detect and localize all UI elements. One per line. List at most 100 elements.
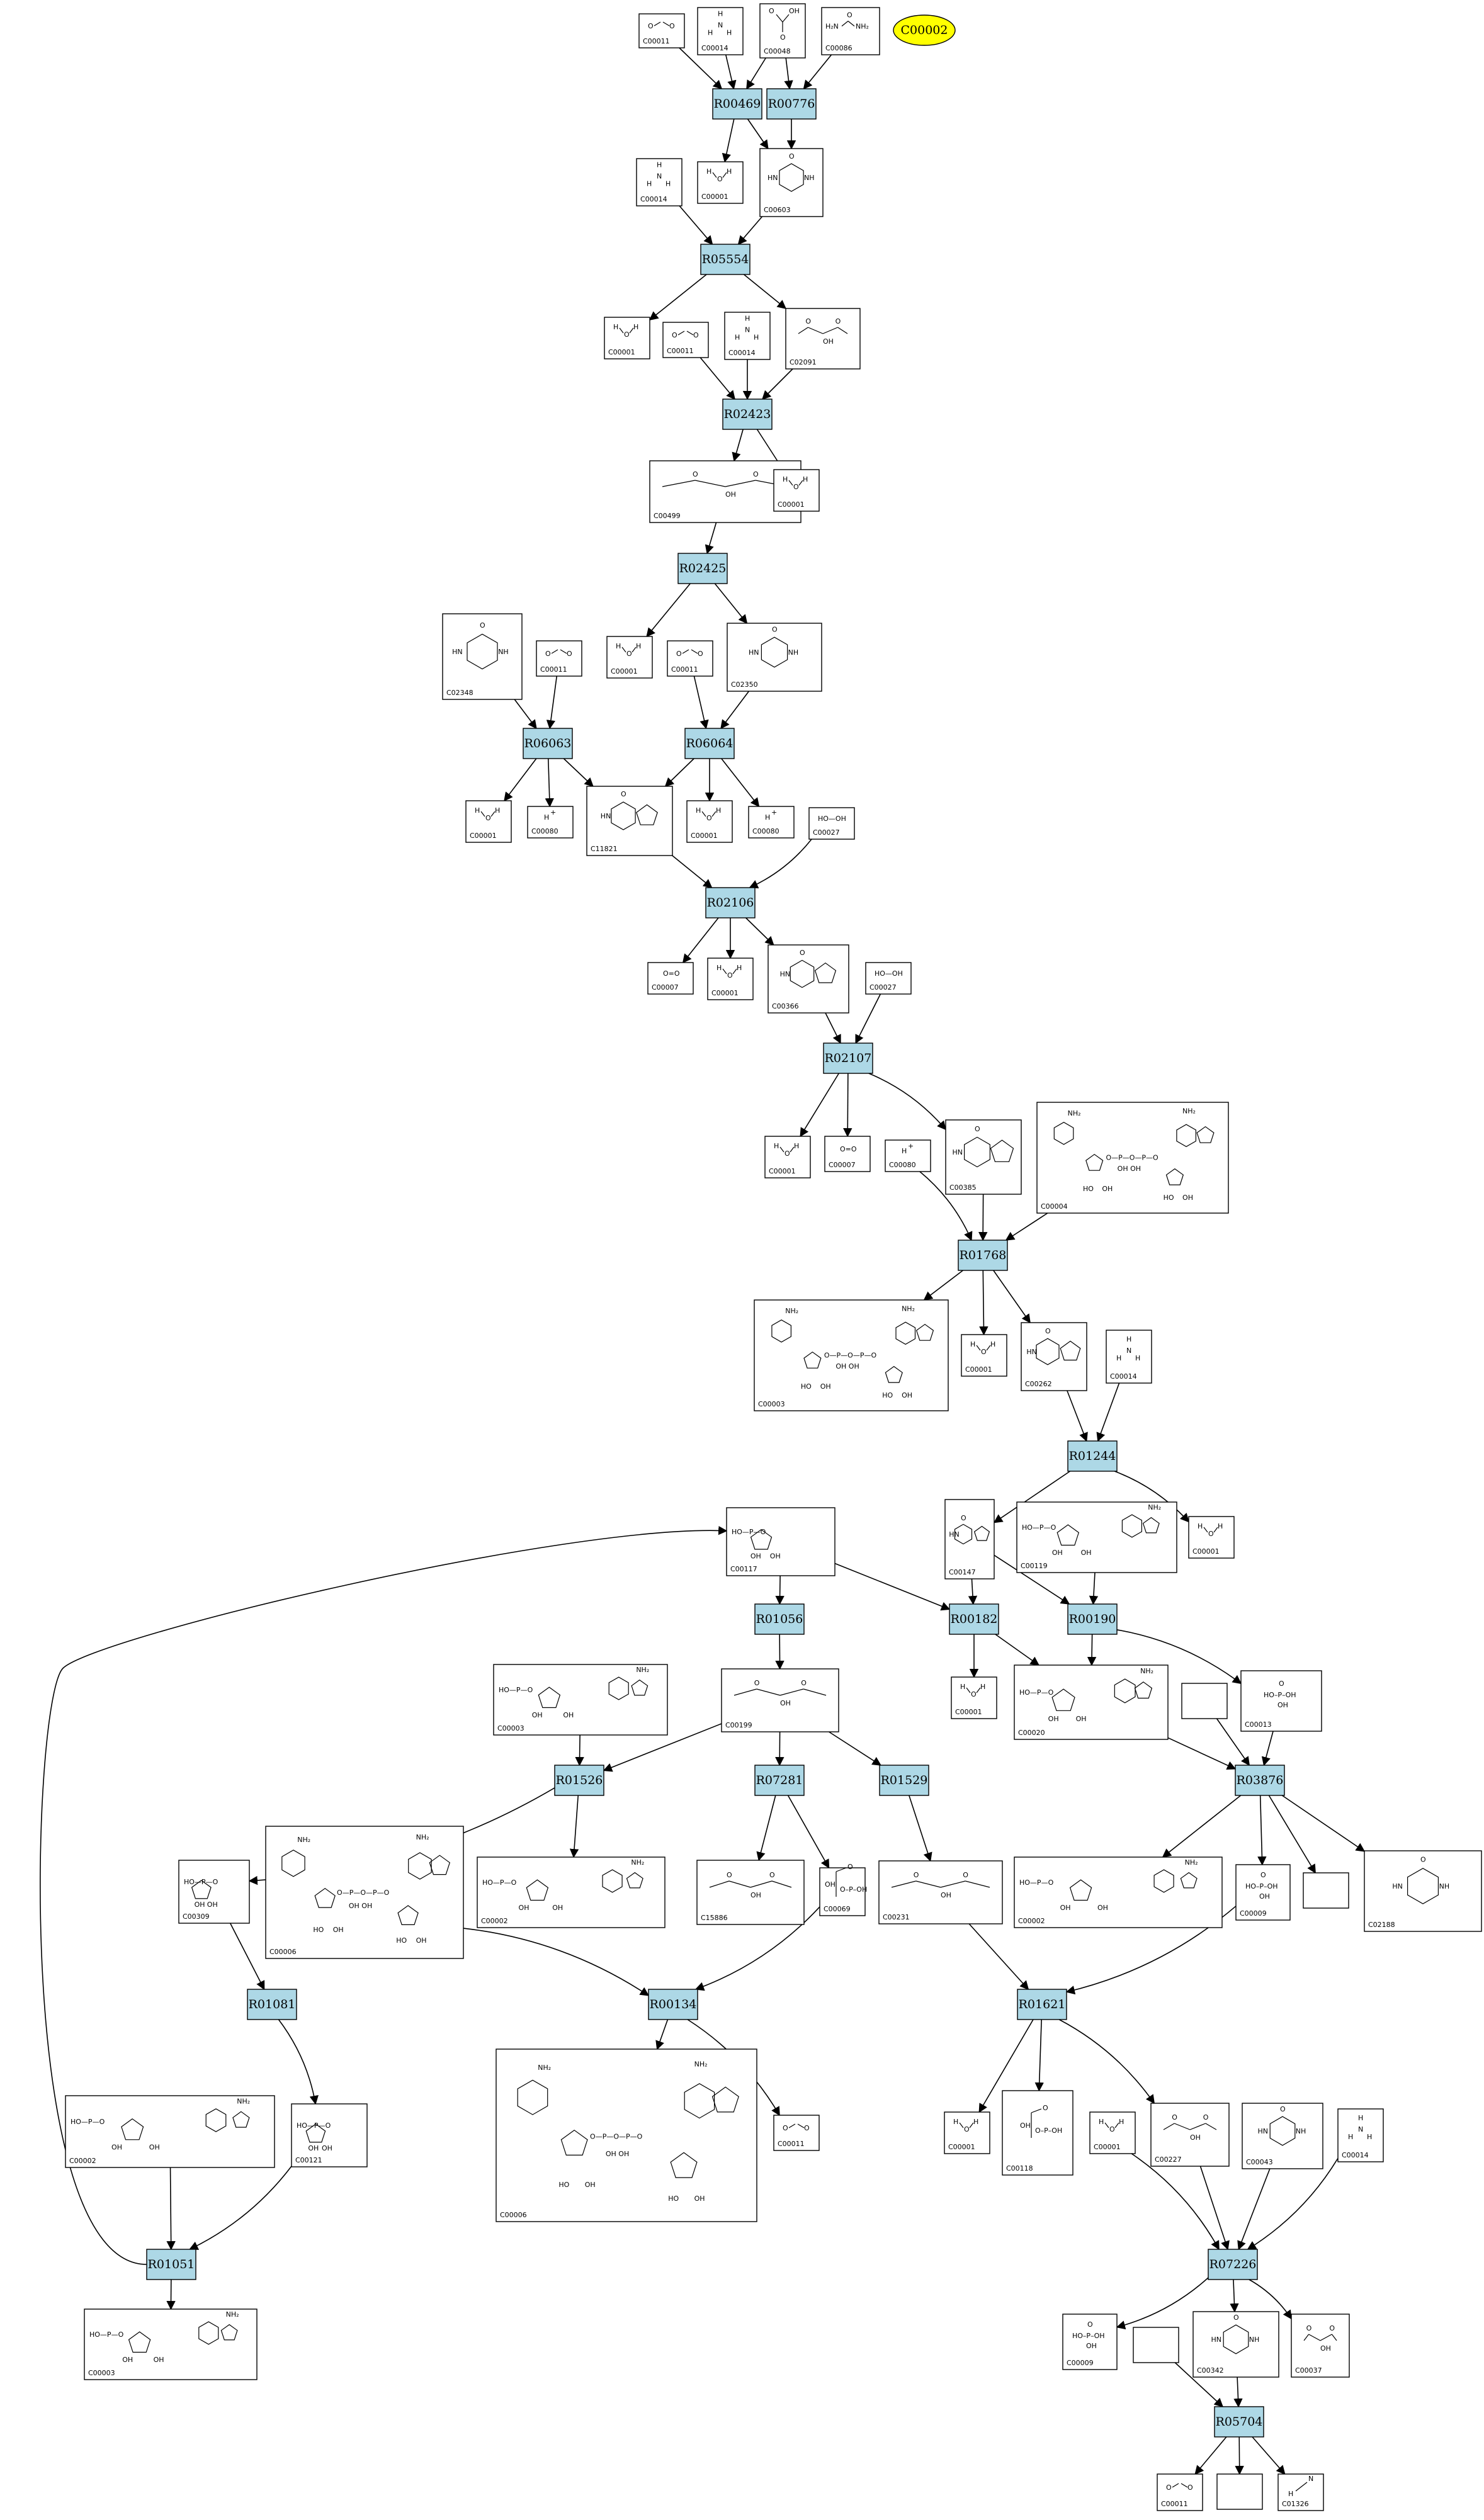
- reaction-node[interactable]: R01051: [146, 2249, 196, 2280]
- reaction-node[interactable]: R00469: [712, 88, 762, 120]
- reaction-node[interactable]: R02423: [722, 398, 773, 430]
- highlight-marker[interactable]: C00002: [893, 14, 956, 46]
- reaction-node[interactable]: R01526: [554, 1765, 604, 1796]
- reaction-node[interactable]: R01529: [879, 1765, 929, 1796]
- compound-node[interactable]: [1216, 2473, 1263, 2510]
- reaction-node[interactable]: R01081: [247, 1989, 297, 2020]
- reaction-node[interactable]: R05554: [700, 244, 750, 275]
- reaction-node[interactable]: R02106: [705, 887, 756, 918]
- compound-node[interactable]: [1133, 2327, 1179, 2363]
- compound-node[interactable]: [1181, 1683, 1228, 1719]
- reaction-node[interactable]: R06064: [684, 728, 735, 759]
- reaction-node[interactable]: R01244: [1067, 1440, 1118, 1472]
- compound-node[interactable]: H+C00080: [885, 1139, 931, 1172]
- compound-node[interactable]: H+C00080: [748, 806, 795, 839]
- reaction-node[interactable]: R01768: [958, 1240, 1008, 1271]
- reaction-node[interactable]: R00134: [648, 1989, 698, 2020]
- reaction-node[interactable]: R02107: [823, 1042, 873, 1074]
- reaction-node[interactable]: R06063: [523, 728, 573, 759]
- reaction-node[interactable]: R00190: [1067, 1603, 1118, 1635]
- reaction-node[interactable]: R00776: [766, 88, 817, 120]
- compound-node[interactable]: [1303, 1872, 1349, 1909]
- reaction-node[interactable]: R07281: [754, 1765, 805, 1796]
- reaction-node[interactable]: R03876: [1235, 1765, 1285, 1796]
- reaction-node[interactable]: R02425: [677, 553, 728, 584]
- reaction-node[interactable]: R00182: [949, 1603, 999, 1635]
- reaction-node[interactable]: R05704: [1214, 2406, 1264, 2438]
- atom-label: O: [1279, 1680, 1284, 1688]
- reaction-node[interactable]: R01621: [1017, 1989, 1067, 2020]
- compound-node[interactable]: H+C00080: [527, 806, 574, 839]
- reaction-node[interactable]: R01056: [754, 1603, 805, 1635]
- reaction-node[interactable]: R07226: [1208, 2249, 1258, 2280]
